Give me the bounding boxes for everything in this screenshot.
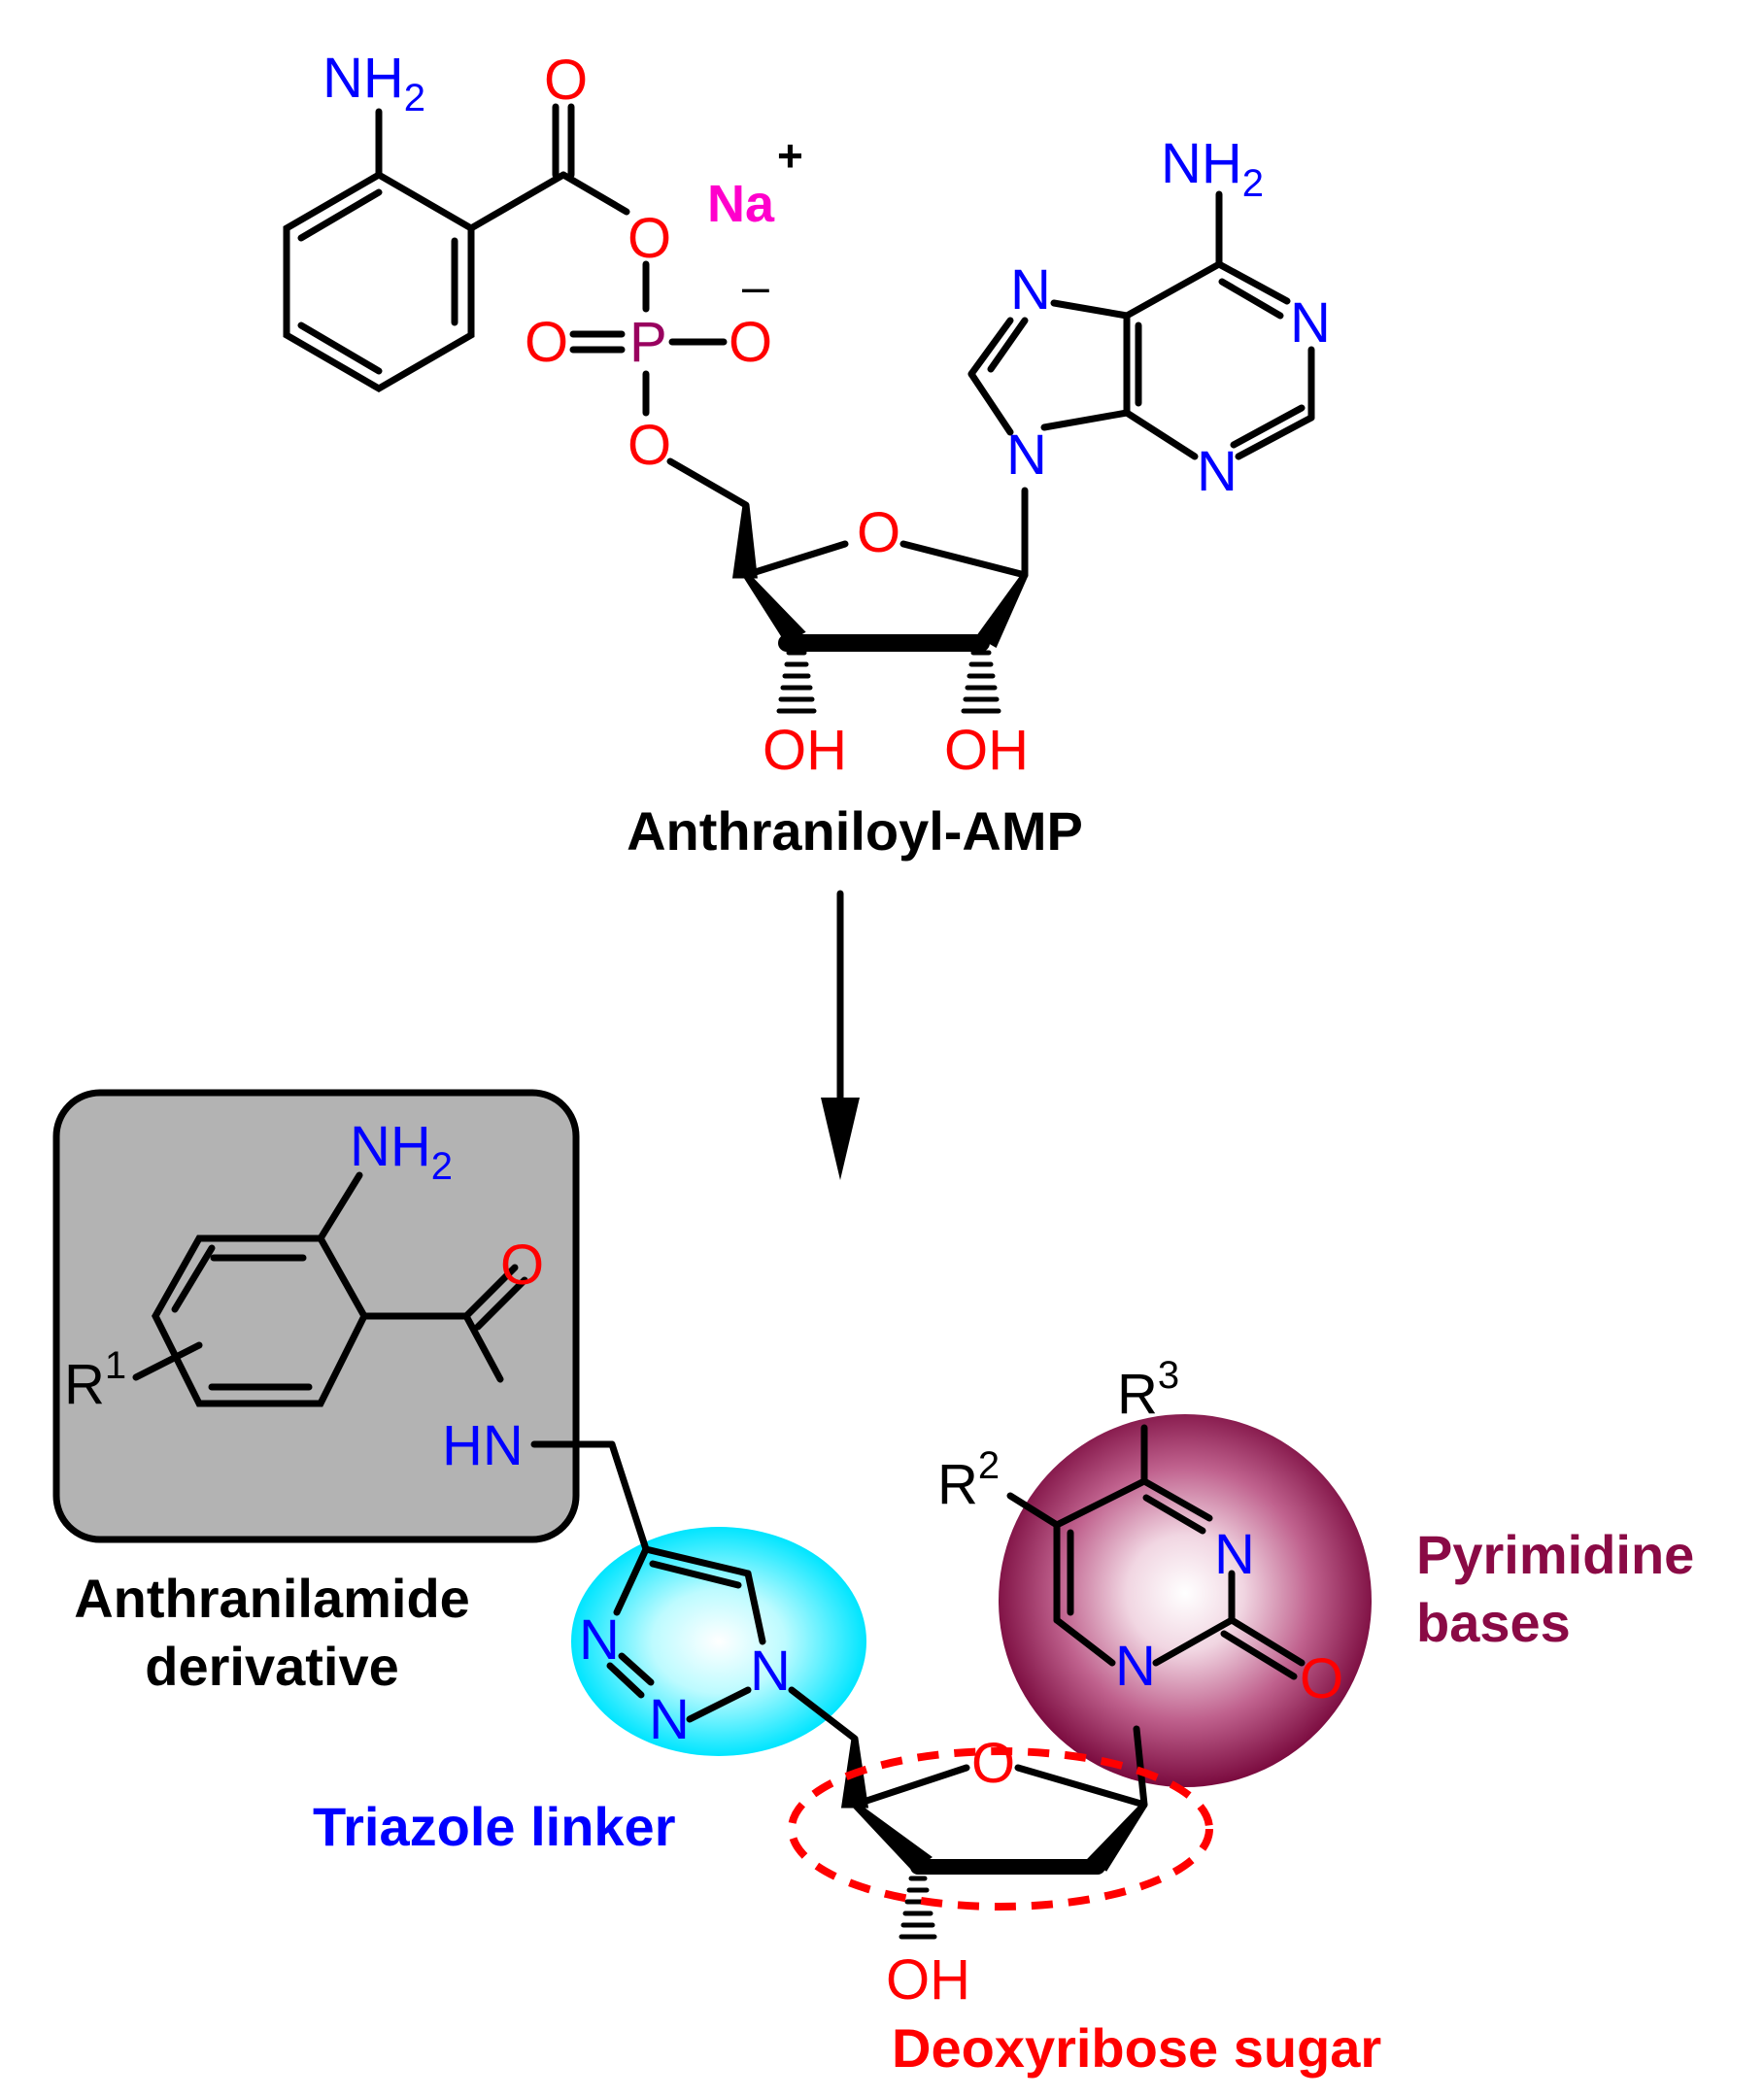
ribose-bold-right	[975, 572, 1029, 648]
anthranilamide-label-2: derivative	[145, 1636, 399, 1697]
wedge-bond-top	[731, 504, 758, 579]
bottom-nh2-label: NH2	[350, 1115, 453, 1188]
anthraniloyl-amp-structure	[283, 103, 1315, 1121]
top-nh2-label: NH2	[322, 47, 425, 119]
sugar-label: Deoxyribose sugar	[892, 2017, 1381, 2079]
amide-hn-label: HN	[442, 1414, 524, 1477]
phosphate-charge: –	[742, 259, 769, 314]
sodium-charge: +	[777, 130, 803, 181]
pyrimidine-n3: N	[1214, 1523, 1255, 1586]
top-molecule-caption: Anthraniloyl-AMP	[627, 800, 1083, 862]
p-lower-o: O	[628, 414, 671, 477]
adenine-n1: N	[1290, 291, 1331, 355]
benzene-ring-top	[283, 170, 475, 393]
adenine-n9: N	[1006, 423, 1047, 487]
triazole-n-c: N	[750, 1640, 791, 1703]
r1-label: R1	[64, 1344, 126, 1416]
top-oh-right: OH	[944, 719, 1029, 782]
top-ester-o: O	[628, 207, 671, 270]
deoxyribose-dashed-outline	[788, 1747, 1213, 1911]
triazole-n-a: N	[579, 1608, 620, 1672]
hashed-bond-left	[776, 650, 817, 714]
top-ring-o: O	[857, 501, 900, 564]
pyrimidine-label-1: Pyrimidine	[1416, 1524, 1694, 1585]
annotations: Anthranilamide derivative Pyrimidine bas…	[74, 1524, 1694, 2079]
anthranilamide-box	[52, 1089, 580, 1543]
adenine-n7: N	[1010, 258, 1051, 321]
p-minus-o: O	[729, 311, 772, 374]
sodium-label: Na	[707, 175, 775, 233]
ribose-bold-left	[743, 572, 806, 644]
pyrimidine-o: O	[1300, 1647, 1343, 1710]
hashed-bond-bottom	[899, 1876, 937, 1940]
top-oh-left: OH	[763, 719, 847, 782]
r3-label: R3	[1117, 1354, 1179, 1426]
deoxyribose-bold-left	[852, 1802, 933, 1872]
triazole-highlight	[571, 1527, 866, 1756]
phosphorus-label: P	[629, 311, 667, 374]
p-double-o: O	[525, 311, 568, 374]
bottom-ring-o: O	[971, 1732, 1015, 1795]
top-atom-labels: NH2 O O Na + – P O O O O OH OH NH2 N N N…	[322, 47, 1331, 782]
triazole-label: Triazole linker	[313, 1796, 676, 1857]
amide-o-label: O	[500, 1234, 544, 1297]
top-carbonyl-o: O	[544, 49, 588, 112]
adenine-nh2-label: NH2	[1161, 132, 1264, 205]
bottom-oh-label: OH	[886, 1948, 970, 2012]
triazole-n-b: N	[649, 1688, 690, 1751]
anthranilamide-label-1: Anthranilamide	[74, 1568, 470, 1629]
hashed-bond-right	[961, 650, 1001, 714]
bottom-atom-labels: NH2 O HN R1 N N N O OH R2 R3 N N O	[64, 1115, 1343, 2012]
adenine-n3: N	[1197, 440, 1238, 503]
pyrimidine-n1: N	[1115, 1635, 1156, 1698]
reaction-arrow-head	[821, 1098, 860, 1180]
r2-label: R2	[937, 1444, 1000, 1516]
deoxyribose-bold-right	[1086, 1802, 1147, 1872]
pyrimidine-label-2: bases	[1416, 1592, 1571, 1653]
bottom-structure-bonds	[132, 1171, 1306, 1940]
